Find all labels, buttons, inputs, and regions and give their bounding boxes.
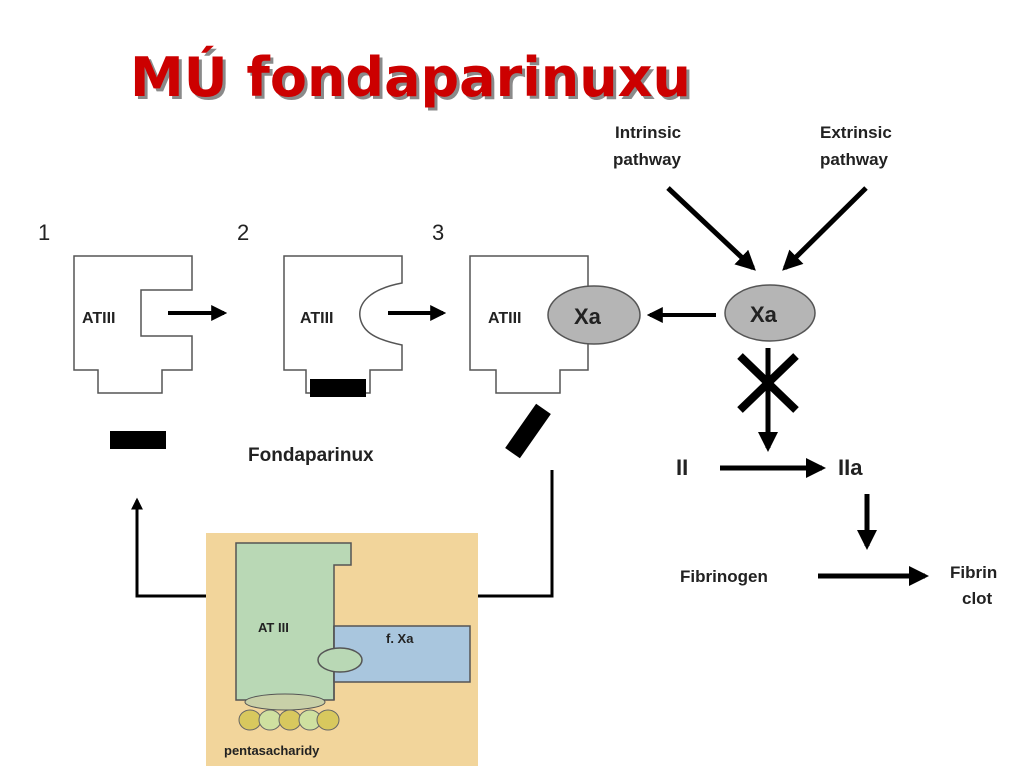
- step-number-2: 2: [237, 220, 249, 245]
- atiii-label-1: ATIII: [82, 310, 115, 327]
- reactive-loop: [317, 647, 363, 673]
- atiii-label-3: ATIII: [488, 310, 521, 327]
- pentasaccharide-pad: [244, 693, 326, 711]
- inset-pentasaccharide-label: pentasacharidy: [224, 743, 320, 758]
- step-number-3: 3: [432, 220, 444, 245]
- extrinsic-pathway-label-1: Extrinsic: [820, 123, 892, 142]
- extrinsic-pathway-label-2: pathway: [820, 150, 889, 169]
- xa-complexed: [547, 285, 641, 345]
- intrinsic-pathway-label-2: pathway: [613, 150, 682, 169]
- fondaparinux-released: [505, 403, 551, 459]
- fondaparinux-bound-2: [310, 379, 366, 397]
- thrombin-label: IIa: [838, 455, 863, 480]
- page-title: MÚ fondaparinuxu: [130, 46, 691, 109]
- step-number-1: 1: [38, 220, 50, 245]
- fibrinogen-label: Fibrinogen: [680, 567, 768, 586]
- xa-free: [724, 284, 816, 342]
- inset-fxa-label: f. Xa: [386, 631, 414, 646]
- xa-complexed-label: Xa: [574, 304, 602, 329]
- xa-free-label: Xa: [750, 302, 778, 327]
- block-x-icon: [737, 353, 799, 413]
- atiii-state-2: ATIII: [283, 255, 403, 394]
- recycle-loop-return: [131, 497, 212, 598]
- fibrin-clot-label-2: clot: [962, 589, 993, 608]
- atiii-label-2: ATIII: [300, 310, 333, 327]
- pentasaccharide-beads: [238, 709, 340, 731]
- inset-illustration: AT III f. Xa pentasacharidy: [206, 533, 478, 766]
- atiii-state-3: ATIII: [469, 255, 589, 394]
- inset-at3-label: AT III: [258, 620, 289, 635]
- intrinsic-pathway-label-1: Intrinsic: [615, 123, 681, 142]
- fondaparinux-label: Fondaparinux: [248, 445, 374, 466]
- fondaparinux-molecule-1: [110, 431, 166, 449]
- recycle-loop-line: [472, 470, 554, 598]
- arrow-intrinsic-to-xa: [666, 186, 756, 271]
- arrow-extrinsic-to-xa: [782, 186, 868, 271]
- fibrin-clot-label-1: Fibrin: [950, 563, 997, 582]
- atiii-state-1: ATIII: [73, 255, 193, 394]
- prothrombin-label: II: [676, 455, 688, 480]
